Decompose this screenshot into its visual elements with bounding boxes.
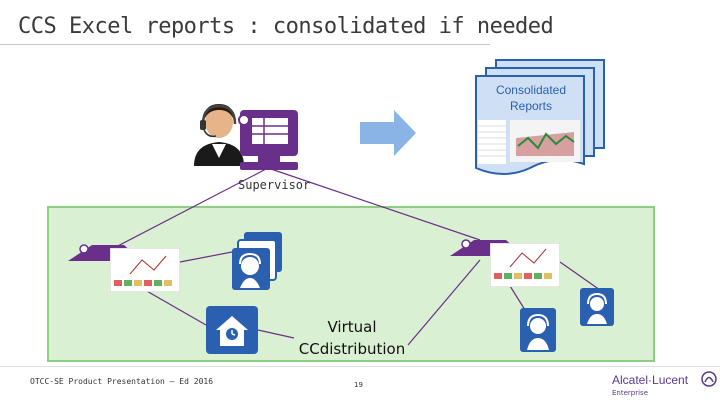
- brand-subtitle: Enterprise: [612, 389, 649, 397]
- agent-group-icon-left: [232, 232, 282, 290]
- footer-presentation: OTCC-SE Product Presentation – Ed 2016: [30, 377, 214, 386]
- page-number: 19: [354, 381, 363, 389]
- page-title: CCS Excel reports : consolidated if need…: [18, 14, 554, 39]
- agent-icon-right-bottom: [520, 308, 556, 352]
- reports-label-line1: Consolidated: [495, 83, 567, 97]
- reports-label-line2: Reports: [509, 99, 553, 113]
- supervisor-label: Supervisor: [238, 178, 311, 192]
- vcc-line1: Virtual: [327, 318, 377, 336]
- title-divider: [0, 44, 490, 45]
- right-arrow-icon: [360, 110, 416, 156]
- brand-mark-icon: [701, 371, 717, 387]
- left-report-thumbnail: [110, 248, 180, 292]
- virtual-cc-distribution-label: Virtual CCdistribution: [292, 316, 412, 360]
- distribution-home-icon: [206, 306, 258, 354]
- supervisor-monitor-icon: [238, 110, 298, 170]
- right-report-thumbnail: [490, 243, 560, 287]
- supervisor-person-icon: [194, 104, 244, 166]
- vcc-line2: CCdistribution: [298, 340, 406, 358]
- brand-logo: Alcatel·Lucent: [612, 373, 689, 387]
- footer-divider: [0, 366, 720, 367]
- consolidated-reports-label: Consolidated Reports: [480, 82, 582, 114]
- consolidated-reports-icon: [475, 59, 605, 175]
- agent-icon-right-top: [580, 288, 614, 326]
